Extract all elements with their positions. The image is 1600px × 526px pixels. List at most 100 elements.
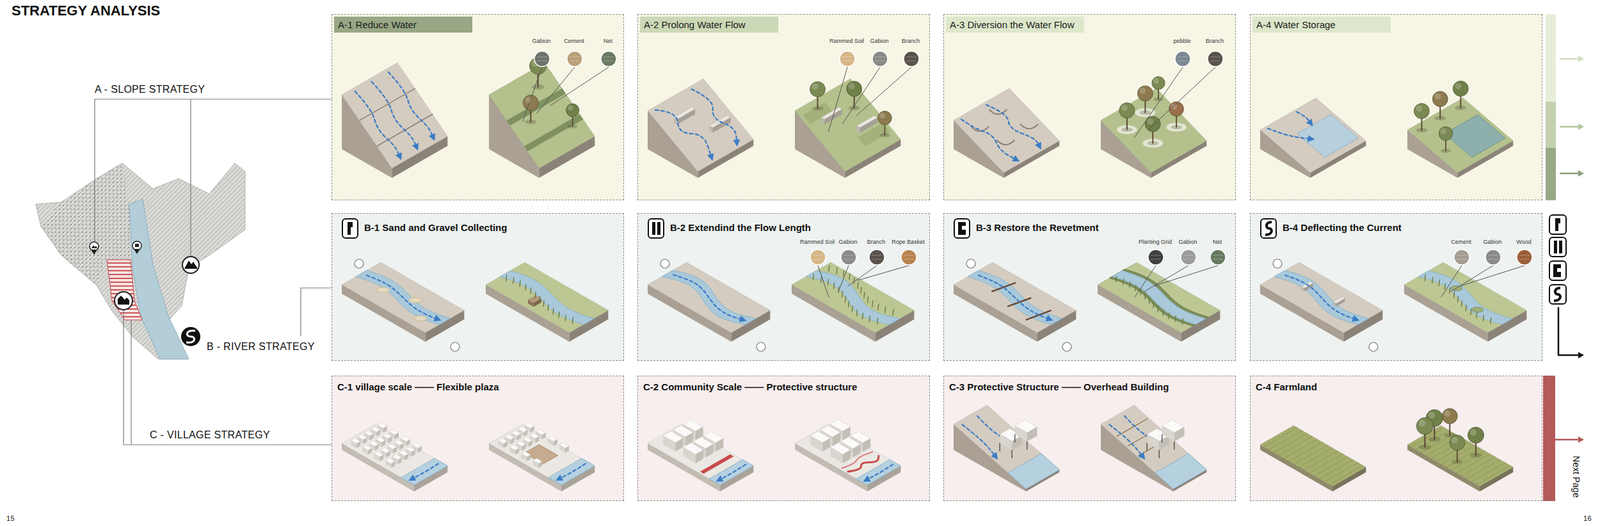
material-leader [1460, 265, 1525, 287]
panel-title: B-3 Restore the Revetment [976, 222, 1099, 233]
reed [828, 265, 830, 272]
tree-canopy [1416, 417, 1433, 435]
branch [992, 282, 1016, 292]
strategy-panel: B-1 Sand and Gravel Collecting [331, 213, 624, 361]
material-swatch [871, 255, 882, 260]
reed [552, 308, 554, 315]
block-top [371, 426, 381, 433]
block-top [382, 433, 393, 440]
reed [864, 292, 865, 299]
material-swatch [1210, 56, 1221, 61]
reed [1438, 280, 1440, 287]
block-top [1407, 97, 1513, 173]
tree-canopy [879, 112, 886, 119]
reed [869, 316, 870, 322]
reed [1454, 291, 1455, 298]
reed [1449, 287, 1451, 294]
surface-patch [1155, 453, 1208, 489]
river-type-icon [648, 218, 664, 239]
side-arrow [1559, 126, 1579, 128]
reed [547, 304, 549, 311]
reed [1465, 305, 1467, 312]
block-top [412, 442, 422, 449]
block-top [375, 437, 386, 443]
field-furrow [1278, 436, 1312, 456]
field-furrow [1314, 456, 1348, 477]
illustration-group [341, 57, 595, 178]
material-swatch [1456, 255, 1467, 260]
material-label: Wood [1516, 238, 1531, 246]
material-label: Branch [1205, 37, 1225, 45]
reed [1144, 293, 1146, 299]
block-top [485, 262, 608, 333]
strategy-panel: A-4 Water Storage [1249, 14, 1543, 201]
side-arrow [1578, 170, 1584, 177]
field-furrow [1264, 427, 1298, 447]
material-swatch [1207, 51, 1224, 67]
reed [1123, 279, 1124, 285]
material-swatch [1150, 255, 1161, 260]
block-top [1404, 262, 1527, 333]
material-swatch [567, 51, 583, 67]
block-top [516, 440, 527, 447]
block-top [488, 424, 595, 486]
block-top [1260, 425, 1366, 487]
field-furrow [1288, 442, 1323, 462]
side-arrow [1555, 439, 1579, 441]
reed [857, 282, 859, 288]
stilt [1161, 434, 1163, 443]
reed [1153, 302, 1154, 308]
river-icon [181, 327, 201, 347]
panel-title: A-3 Diversion the Water Flow [945, 16, 1085, 33]
tree-canopy [1440, 128, 1447, 135]
strategy-panel: C-4 Farmland [1249, 375, 1543, 502]
strategy-label: A - SLOPE STRATEGY [94, 83, 205, 96]
mountain-icon [184, 260, 198, 269]
panel-title: A-2 Prolong Water Flow [640, 16, 779, 33]
block-top [385, 458, 396, 464]
block-top [522, 437, 533, 443]
panel-title: A-4 Water Storage [1252, 16, 1391, 33]
field-furrow [1274, 433, 1308, 453]
field-furrow [1319, 459, 1353, 479]
river-water [1274, 270, 1369, 326]
material-swatch [812, 255, 824, 260]
material-swatch [569, 56, 580, 61]
panel-title: B-4 Deflecting the Current [1282, 222, 1402, 233]
tree-canopy [1427, 411, 1435, 419]
map-pin [90, 249, 98, 255]
river-type-icon [958, 222, 966, 235]
flow-arrow [371, 81, 418, 150]
block-top [369, 440, 379, 447]
river-type-icon [1549, 261, 1567, 281]
river-water [1109, 269, 1209, 327]
material-swatch [1180, 249, 1197, 265]
reed [836, 267, 838, 274]
reed [867, 296, 869, 303]
block-top [380, 448, 391, 454]
reed [878, 304, 879, 311]
tree-canopy [522, 95, 539, 111]
leader-line [94, 99, 332, 242]
river-type-icon [1549, 284, 1567, 304]
illustration-group [341, 259, 608, 352]
reed [843, 270, 845, 277]
material-label: Net [603, 37, 613, 45]
illustration-group [953, 405, 1207, 492]
panel-title: A-1 Reduce Water [334, 16, 473, 33]
material-leader [838, 265, 849, 292]
panel-title: B-1 Sand and Gravel Collecting [364, 222, 507, 233]
material-swatch [536, 56, 548, 61]
river-water [661, 270, 757, 326]
next-page-label: Next Page [1570, 455, 1581, 498]
block-top [647, 262, 770, 333]
block-top [673, 107, 696, 120]
material-swatch [1175, 51, 1191, 67]
field-furrow [1472, 462, 1506, 482]
stilt [1146, 443, 1148, 452]
block-top [341, 62, 448, 169]
block-top [518, 426, 528, 433]
block-top [398, 450, 409, 457]
